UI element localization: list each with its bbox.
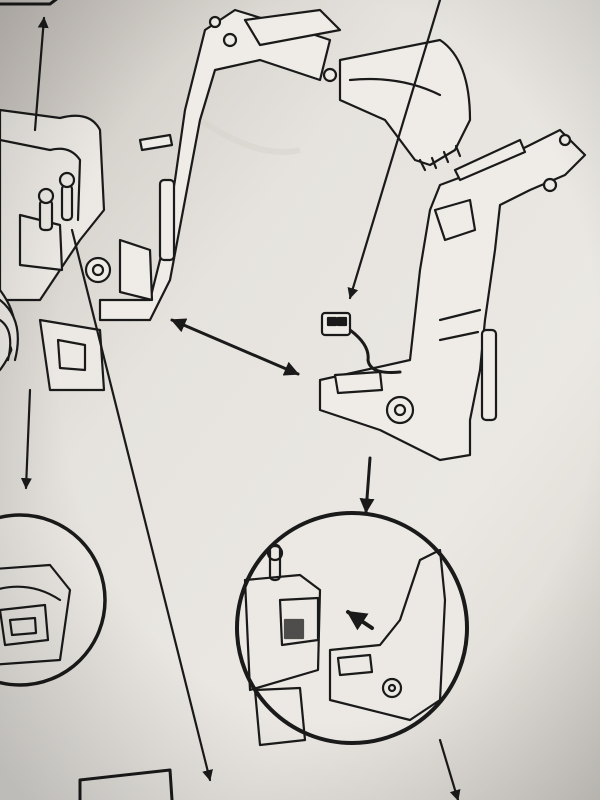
instruction-illustration bbox=[0, 0, 600, 800]
photo-vignette bbox=[0, 0, 600, 800]
instruction-sheet-photo bbox=[0, 0, 600, 800]
